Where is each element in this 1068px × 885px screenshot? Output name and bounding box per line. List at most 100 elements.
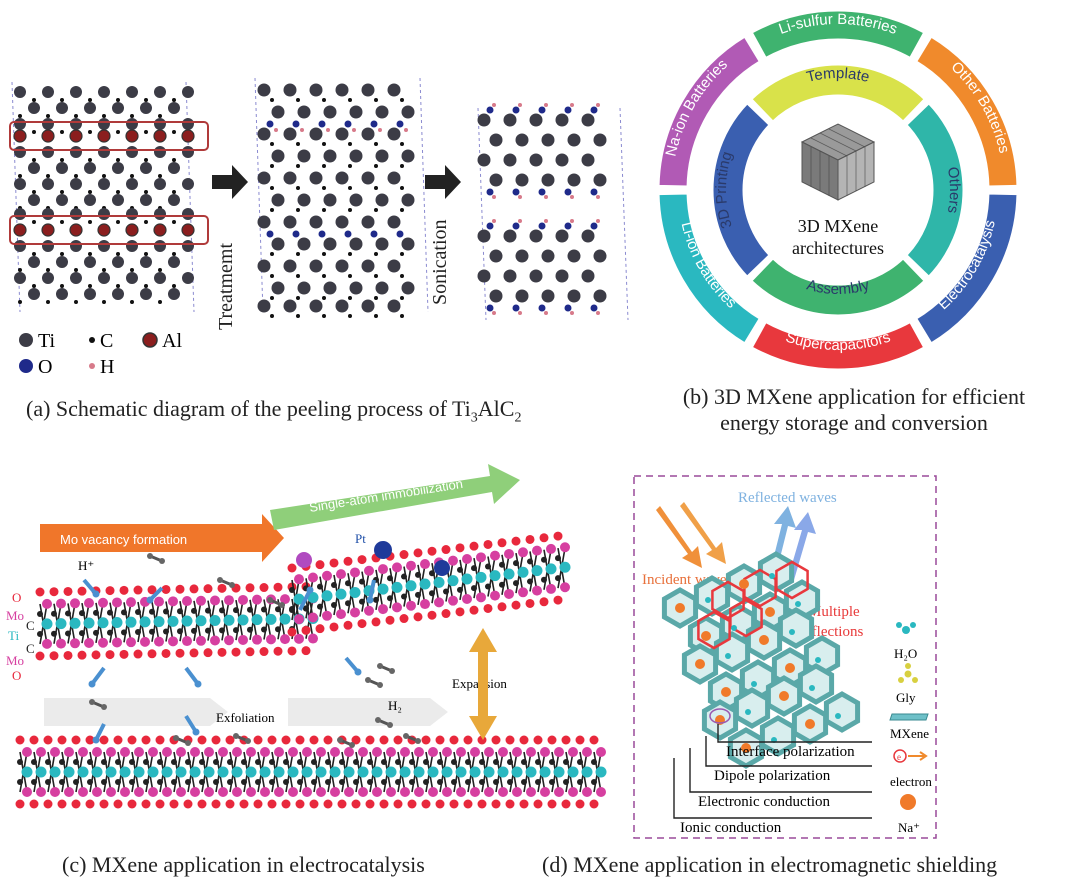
atom [257,83,271,97]
atom-mo [336,569,346,580]
atom-mo [358,787,368,797]
atom [374,186,378,190]
atom-o [105,586,115,596]
atom-c [101,759,107,765]
atom-ti [349,586,361,598]
atom [477,229,491,243]
legend-h-icon [89,363,95,369]
atom [374,142,378,146]
atom [581,269,595,283]
atom-c [275,606,281,613]
atom [555,113,569,127]
atom-ti [321,590,333,602]
atom [88,130,92,134]
atom [349,237,363,251]
atom [349,149,363,163]
atom [544,195,548,199]
atom-mo [414,787,424,797]
svg-text:e: e [897,752,901,762]
atom-mo [490,590,500,601]
atom-mo [428,787,438,797]
atom [42,208,54,220]
atom [348,252,352,256]
atom [387,215,401,229]
atom [309,127,323,141]
atom-o [539,597,549,607]
atom-c [261,626,267,633]
atom [270,98,274,102]
atom [144,220,148,224]
atom [32,130,36,134]
atom-mo [330,747,340,757]
atom-c [121,629,127,636]
atom [544,103,548,107]
atom-mo [322,570,332,581]
atom-c [415,571,421,578]
mechanism-electronic: Electronic conduction [698,794,831,810]
atom-mo [358,747,368,757]
diffusion-arrow-head [366,596,374,604]
atom [567,289,581,303]
atom-o [267,735,277,745]
atom [555,153,569,167]
expansion-arrow-icon [469,628,497,740]
atom-mo [252,594,262,605]
atom-o [441,609,451,619]
atom-mo [148,787,158,797]
atom-o [295,735,305,745]
atom-mo [498,787,508,797]
atom-mo [70,638,80,649]
atom [266,120,274,128]
atom-mo [420,559,430,570]
h-atom [377,682,383,688]
atom-c [157,759,163,765]
atom [88,190,92,194]
atom [18,174,22,178]
atom-o [505,735,515,745]
atom-o [469,541,479,551]
sodium-ion [759,635,769,645]
atom [283,299,297,313]
shielding-legend: H₂O Gly MXene e electron Na⁺ [889,622,932,835]
atom-o [309,799,319,809]
sonication-label: Sonication [429,219,451,305]
atom-o [365,799,375,809]
anchored-pt-icon [434,560,450,576]
atom-o [259,647,269,657]
atom [361,171,375,185]
atom-mo [308,612,318,623]
atom [130,268,134,272]
atom-mo [392,562,402,573]
atom-c [227,759,233,765]
atom-mo [420,599,430,610]
atom [60,158,64,162]
atom [126,86,138,98]
atom-mo [462,594,472,604]
atom-c [185,779,191,785]
atom [41,223,55,237]
atom-mo [344,787,354,797]
atom [88,220,92,224]
atom [84,162,96,174]
atom-c [107,629,113,636]
diffusion-arrow-head [146,596,154,604]
atom-o [469,605,479,615]
atom-o [315,560,325,570]
mxene-icon [889,713,929,721]
atom-o [539,533,549,543]
atom-mo [434,597,444,608]
atom [74,300,78,304]
atom-c [345,580,351,587]
atom-c [37,611,43,617]
atom-mo [308,572,318,583]
atom [400,164,404,168]
atom [349,105,363,119]
atom [400,142,404,146]
atom-ti [97,617,109,629]
atom-o [455,607,465,617]
atom-c [87,779,93,785]
atom-mo [504,588,514,599]
atom-mo [372,747,382,757]
atom-c [429,570,435,577]
atom-c [233,627,239,634]
